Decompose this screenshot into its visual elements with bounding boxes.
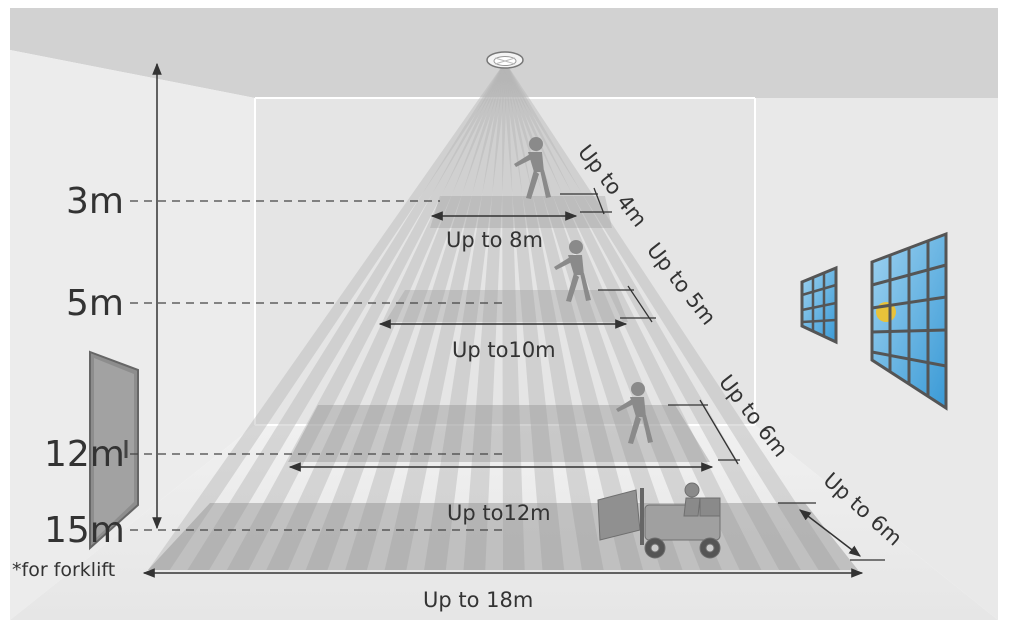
depth-dimensions [560, 187, 885, 561]
sensor-beam [226, 66, 508, 570]
sensor-beam [502, 66, 604, 570]
sensor-beam [266, 66, 508, 570]
zone-5m [385, 290, 628, 322]
sensor-beam [187, 66, 508, 570]
width-label-5m: Up to10m [452, 338, 556, 362]
window-large [870, 231, 948, 411]
height-label-15m: 15m [44, 510, 125, 551]
sensor-beam [424, 66, 508, 570]
walking-person-icon [554, 240, 591, 302]
width-label-15m: Up to 18m [423, 588, 533, 612]
sensor-beam [345, 66, 508, 570]
sensor-beam [502, 66, 644, 570]
forklift-note: *for forklift [12, 559, 115, 581]
sensor-beam [463, 66, 508, 570]
forklift-icon [597, 482, 721, 559]
ceiling-sensor-icon [486, 51, 524, 69]
sensor-beam [502, 66, 722, 570]
sensor-beam [305, 66, 508, 570]
window-small [800, 265, 838, 345]
height-label-3m: 3m [66, 181, 124, 222]
sensor-beam [148, 66, 508, 570]
sensor-beam [502, 66, 565, 570]
height-axis [130, 62, 505, 531]
sensor-beam [502, 66, 525, 570]
height-label-5m: 5m [66, 283, 124, 324]
width-label-3m: Up to 8m [446, 228, 543, 252]
door [89, 350, 139, 551]
sensor-beam [384, 66, 508, 570]
back-wall [255, 98, 755, 425]
width-label-12m: Up to12m [447, 501, 551, 525]
sensor-beam [502, 66, 841, 570]
walking-person-icon [514, 137, 551, 199]
walking-person-icon [616, 382, 653, 444]
height-label-12m: 12m [44, 434, 125, 475]
zone-12m [288, 405, 710, 462]
left-wall [10, 50, 255, 620]
width-dimensions [142, 211, 864, 578]
